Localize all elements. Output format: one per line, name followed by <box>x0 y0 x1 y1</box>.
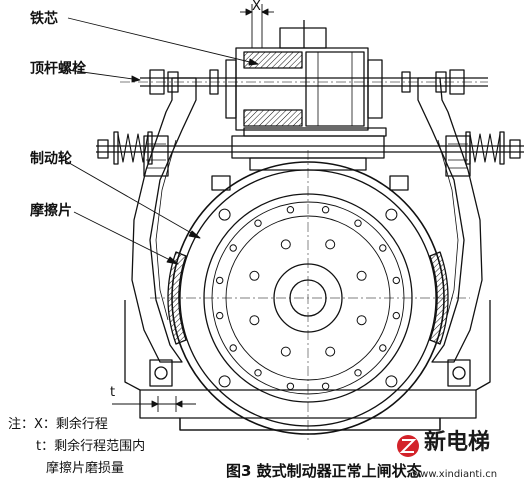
bolt-hole <box>385 375 398 388</box>
bolt-hole <box>280 346 291 357</box>
bolt-hole <box>216 311 224 320</box>
bolt-hole <box>379 244 387 252</box>
bolt-hole <box>249 315 260 326</box>
bolt-hole <box>216 276 224 285</box>
bolt-hole <box>356 270 367 281</box>
bolt-hole <box>354 219 362 227</box>
bolt-hole <box>354 369 362 377</box>
bolt-holes <box>216 206 400 390</box>
label-iron-core: 铁芯 <box>30 11 58 27</box>
dimension-x <box>240 4 274 48</box>
bolt-hole <box>385 208 398 221</box>
right-brake-arm <box>417 77 483 363</box>
spring-rods <box>96 131 524 165</box>
bolt-hole <box>321 382 330 390</box>
bolt-hole <box>229 244 237 252</box>
note-line-2: t：剩余行程范围内 <box>36 439 146 454</box>
label-ejector-bolt: 顶杆螺栓 <box>30 61 86 77</box>
iron-core-magnet <box>225 20 387 137</box>
bolt-hole <box>392 276 400 285</box>
bolt-hole <box>229 344 237 352</box>
bolt-hole <box>280 239 291 250</box>
left-brake-arm <box>131 77 197 363</box>
watermark-url: www.xindianti.cn <box>412 469 498 480</box>
watermark-name: 新电梯 <box>424 430 491 455</box>
figure-caption: 图3 鼓式制动器正常上闸状态 <box>226 462 422 480</box>
bolt-hole <box>218 208 231 221</box>
dimension-x-label: X <box>252 0 261 14</box>
base-frame <box>124 300 491 431</box>
note-line-1: 注：X：剩余行程 <box>8 417 108 432</box>
bolt-hole <box>286 206 295 214</box>
bolt-hole <box>392 311 400 320</box>
bolt-hole <box>325 239 336 250</box>
bolt-hole <box>218 375 231 388</box>
bolt-hole <box>325 346 336 357</box>
bolt-hole <box>249 270 260 281</box>
dimension-t-label: t <box>110 385 116 400</box>
bolt-hole <box>379 344 387 352</box>
bolt-hole <box>254 219 262 227</box>
leader-lines <box>63 17 259 265</box>
ejector-bolt-rod <box>140 69 488 95</box>
bolt-hole <box>321 206 330 214</box>
bolt-hole <box>286 382 295 390</box>
label-brake-wheel: 制动轮 <box>30 151 72 167</box>
note-line-3: 摩擦片磨损量 <box>46 461 125 476</box>
watermark-logo-icon <box>397 435 419 457</box>
bolt-hole <box>356 315 367 326</box>
dimension-t <box>112 396 196 412</box>
label-friction-pad: 摩擦片 <box>30 203 72 219</box>
bolt-hole <box>254 369 262 377</box>
friction-pads <box>167 251 449 345</box>
center-lines <box>120 81 488 440</box>
